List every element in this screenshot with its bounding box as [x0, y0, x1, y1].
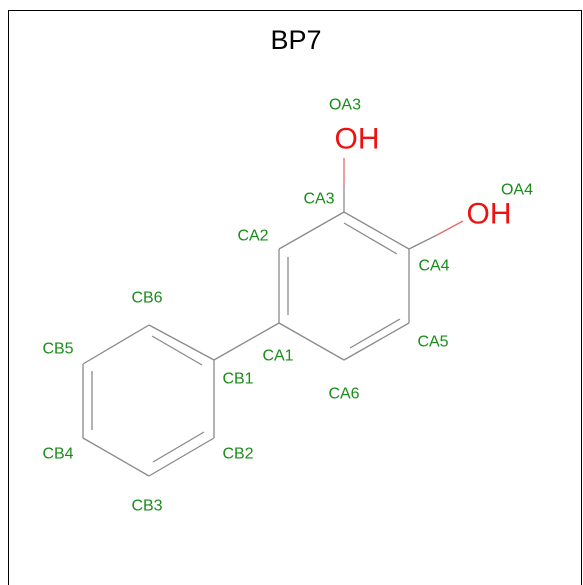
atom-label-ca3: CA3	[303, 191, 334, 208]
bond-cb6-cb1	[148, 324, 215, 361]
bond-ca3-ca4	[343, 211, 410, 250]
atom-label-cb3: CB3	[131, 498, 162, 515]
atom-label-cb5: CB5	[42, 341, 73, 358]
atom-label-ca2: CA2	[237, 228, 268, 245]
molecule-diagram: OH OH OA3 OA4 CA3 CA2 CA4 CA5 CA1 CA6 CB…	[42, 97, 533, 515]
atom-label-oa4: OA4	[501, 182, 533, 199]
atom-label-ca5: CA5	[417, 334, 448, 351]
atom-label-cb6: CB6	[131, 290, 162, 307]
molecule-title: BP7	[270, 25, 322, 55]
atom-label-ca6: CA6	[328, 386, 359, 403]
bond-cb2-cb3-inner	[152, 431, 205, 463]
atom-label-cb4: CB4	[42, 446, 73, 463]
bond-ca3-ca4-inner	[343, 222, 398, 255]
atom-label-oa3: OA3	[329, 97, 361, 114]
bond-cb5-cb6	[82, 324, 150, 365]
hydroxyl-group-oa3: OH	[335, 123, 380, 156]
bond-ca1-cb1	[213, 322, 280, 361]
atom-label-cb2: CB2	[222, 446, 253, 463]
atom-label-ca4: CA4	[418, 258, 449, 275]
bond-cb3-cb4	[82, 437, 150, 477]
bond-ca5-ca6	[343, 322, 410, 361]
bond-cb2-cb3	[148, 437, 215, 477]
atom-label-ca1: CA1	[262, 348, 293, 365]
bond-cb6-cb1-inner	[151, 335, 203, 366]
bond-ca6-ca1	[278, 322, 345, 361]
bond-ca5-ca6-inner	[349, 318, 401, 349]
bond-ca4-oa4-oxygen	[436, 220, 464, 236]
atom-label-cb1: CB1	[222, 371, 253, 388]
diagram-frame: BP7	[8, 10, 582, 585]
bond-ca2-ca3	[278, 211, 345, 250]
bond-ca4-oa4-carbon	[408, 234, 438, 250]
hydroxyl-group-oa4: OH	[467, 198, 512, 231]
